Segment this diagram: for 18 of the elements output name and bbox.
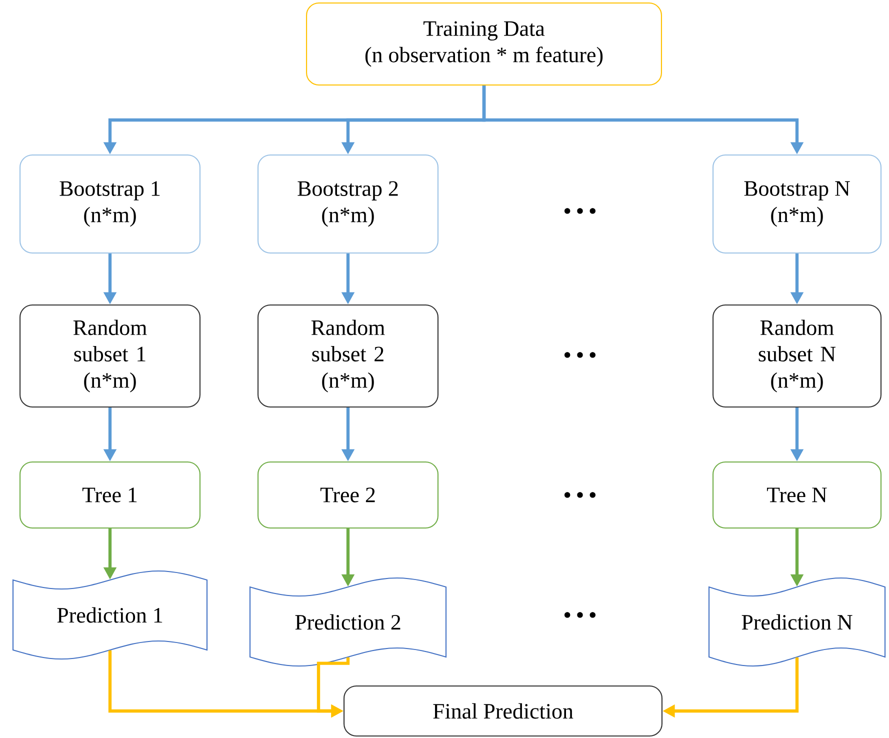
tree-box: Tree 1 — [20, 461, 201, 529]
subset-box: Random subset 1 (n*m) — [20, 304, 201, 408]
data-box: Training Data (n observation * m feature) — [306, 2, 662, 86]
subset-box: Random subset N (n*m) — [712, 304, 882, 408]
ellipsis-dots: • • • — [564, 492, 596, 498]
tree-box: Tree 2 — [258, 461, 439, 529]
ellipsis-dots: • • • — [564, 352, 596, 358]
tree-box: Tree N — [712, 461, 882, 529]
bootstrap-box: Bootstrap 1 (n*m) — [20, 154, 201, 254]
bootstrap-box: Bootstrap N (n*m) — [712, 154, 882, 254]
result-box: Final Prediction — [344, 685, 662, 737]
prediction-document: Prediction N — [708, 577, 886, 667]
subset-box: Random subset 2 (n*m) — [258, 304, 439, 408]
ellipsis-dots: • • • — [564, 612, 596, 618]
ellipsis-dots: • • • — [564, 208, 596, 214]
prediction-document: Prediction 2 — [249, 577, 447, 667]
bootstrap-box: Bootstrap 2 (n*m) — [258, 154, 439, 254]
prediction-document: Prediction 1 — [12, 570, 208, 660]
